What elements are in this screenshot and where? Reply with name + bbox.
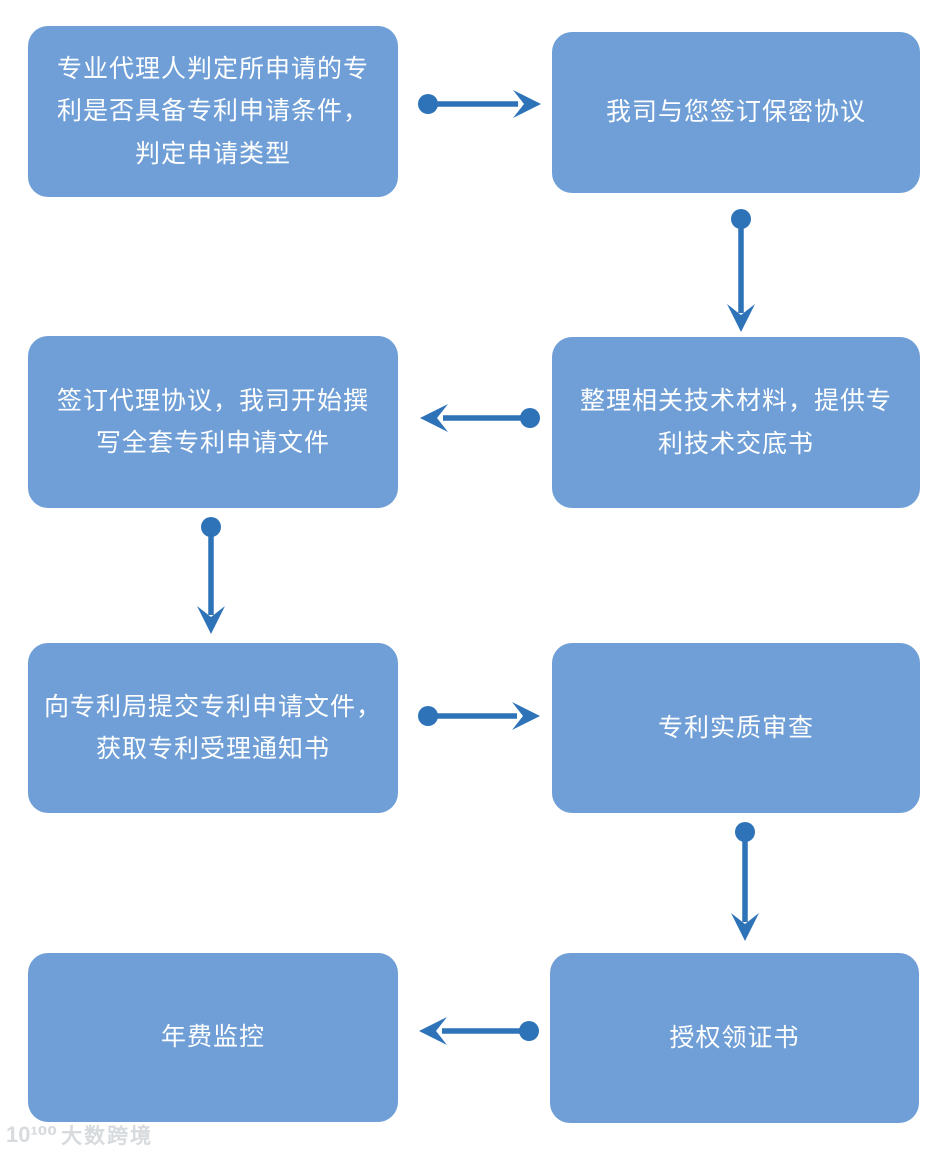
flow-node-agency-agreement: 签订代理协议，我司开始撰 写全套专利申请文件	[28, 336, 398, 508]
arrow-down-n3-n5	[197, 517, 225, 634]
arrow-down-n6-n8	[731, 822, 759, 941]
watermark: 10¹⁰⁰ 大数跨境	[6, 1120, 153, 1150]
arrow-left-n4-n3	[420, 404, 540, 432]
watermark-logo-icon: 10¹⁰⁰	[6, 1122, 58, 1147]
flow-node-technical-materials: 整理相关技术材料，提供专 利技术交底书	[552, 337, 920, 508]
arrow-down-n2-n4	[727, 209, 755, 332]
flow-node-certificate-grant: 授权领证书	[550, 953, 919, 1123]
arrow-right-n1-n2	[418, 90, 541, 118]
watermark-text: 大数跨境	[61, 1125, 154, 1148]
flow-node-submit-application: 向专利局提交专利申请文件， 获取专利受理通知书	[28, 643, 398, 813]
flow-node-annual-fee-monitoring: 年费监控	[28, 953, 398, 1122]
arrow-right-n5-n6	[418, 702, 540, 730]
flow-node-assess-application: 专业代理人判定所申请的专 利是否具备专利申请条件， 判定申请类型	[28, 26, 398, 197]
flow-node-substantive-examination: 专利实质审查	[552, 643, 920, 813]
arrow-left-n8-n7	[419, 1017, 539, 1045]
flow-node-nda-signing: 我司与您签订保密协议	[552, 32, 920, 193]
